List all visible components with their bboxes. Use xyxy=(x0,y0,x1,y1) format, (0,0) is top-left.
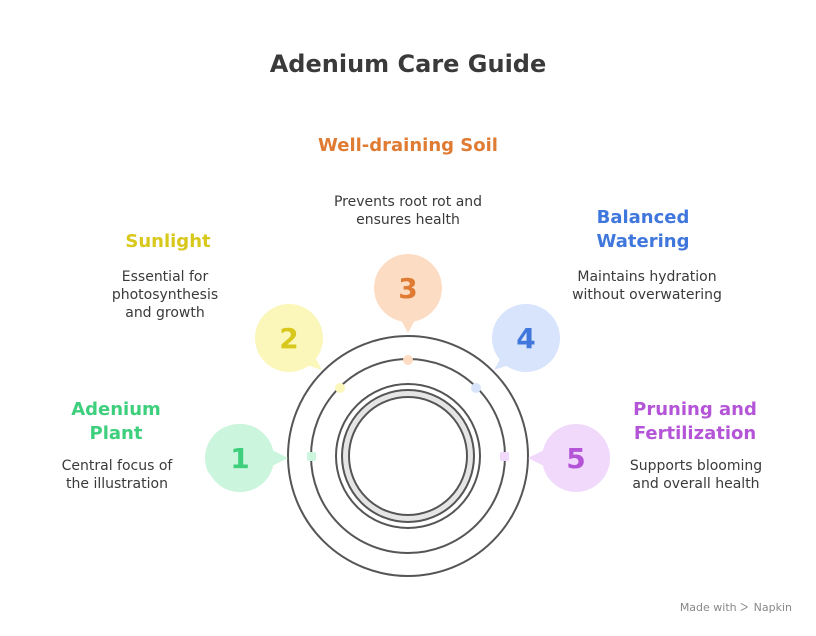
step2-description: Essential for photosynthesis and growth xyxy=(111,269,219,321)
step5-description: Supports blooming and overall health xyxy=(629,458,763,492)
step3-number: 3 xyxy=(398,272,417,305)
outer-ring xyxy=(287,335,529,577)
step2-marker xyxy=(335,383,345,393)
step4-description: Maintains hydration without overwatering xyxy=(572,269,722,303)
step5-title: Pruning and Fertilization xyxy=(633,399,757,444)
step5-circle xyxy=(542,424,610,492)
step4-pointer xyxy=(494,352,512,370)
step1-marker xyxy=(307,452,316,461)
step1-number: 1 xyxy=(230,442,249,475)
step3-circle xyxy=(374,254,442,322)
step5-pointer xyxy=(528,450,544,466)
step3-description: Prevents root rot and ensures health xyxy=(333,194,483,228)
napkin-brand: Napkin xyxy=(753,601,792,614)
step1-description: Central focus of the illustration xyxy=(61,458,173,492)
footer-credit: Made with ᐳ Napkin xyxy=(680,601,792,614)
step2-title: Sunlight xyxy=(125,231,211,252)
page-title: Adenium Care Guide xyxy=(269,50,547,78)
inner-ring-outer xyxy=(335,383,481,529)
step1-circle xyxy=(206,424,274,492)
step4-marker xyxy=(471,383,481,393)
made-with-label: Made with xyxy=(679,601,737,614)
step1-pointer xyxy=(272,450,288,466)
step4-title: Balanced Watering xyxy=(596,207,690,252)
step5-marker xyxy=(500,452,509,461)
step4-number: 4 xyxy=(516,322,535,355)
napkin-logo-icon: ᐳ xyxy=(740,601,749,614)
step1-title: Adenium Plant xyxy=(71,399,161,444)
step3-title: Well-draining Soil xyxy=(318,135,498,156)
step3-marker xyxy=(403,355,413,365)
center-core xyxy=(348,396,468,516)
step3-pointer xyxy=(400,318,416,333)
step2-pointer xyxy=(304,352,322,370)
step2-number: 2 xyxy=(279,322,298,355)
step5-number: 5 xyxy=(566,442,585,475)
step2-circle xyxy=(255,304,323,372)
step4-circle xyxy=(492,304,560,372)
